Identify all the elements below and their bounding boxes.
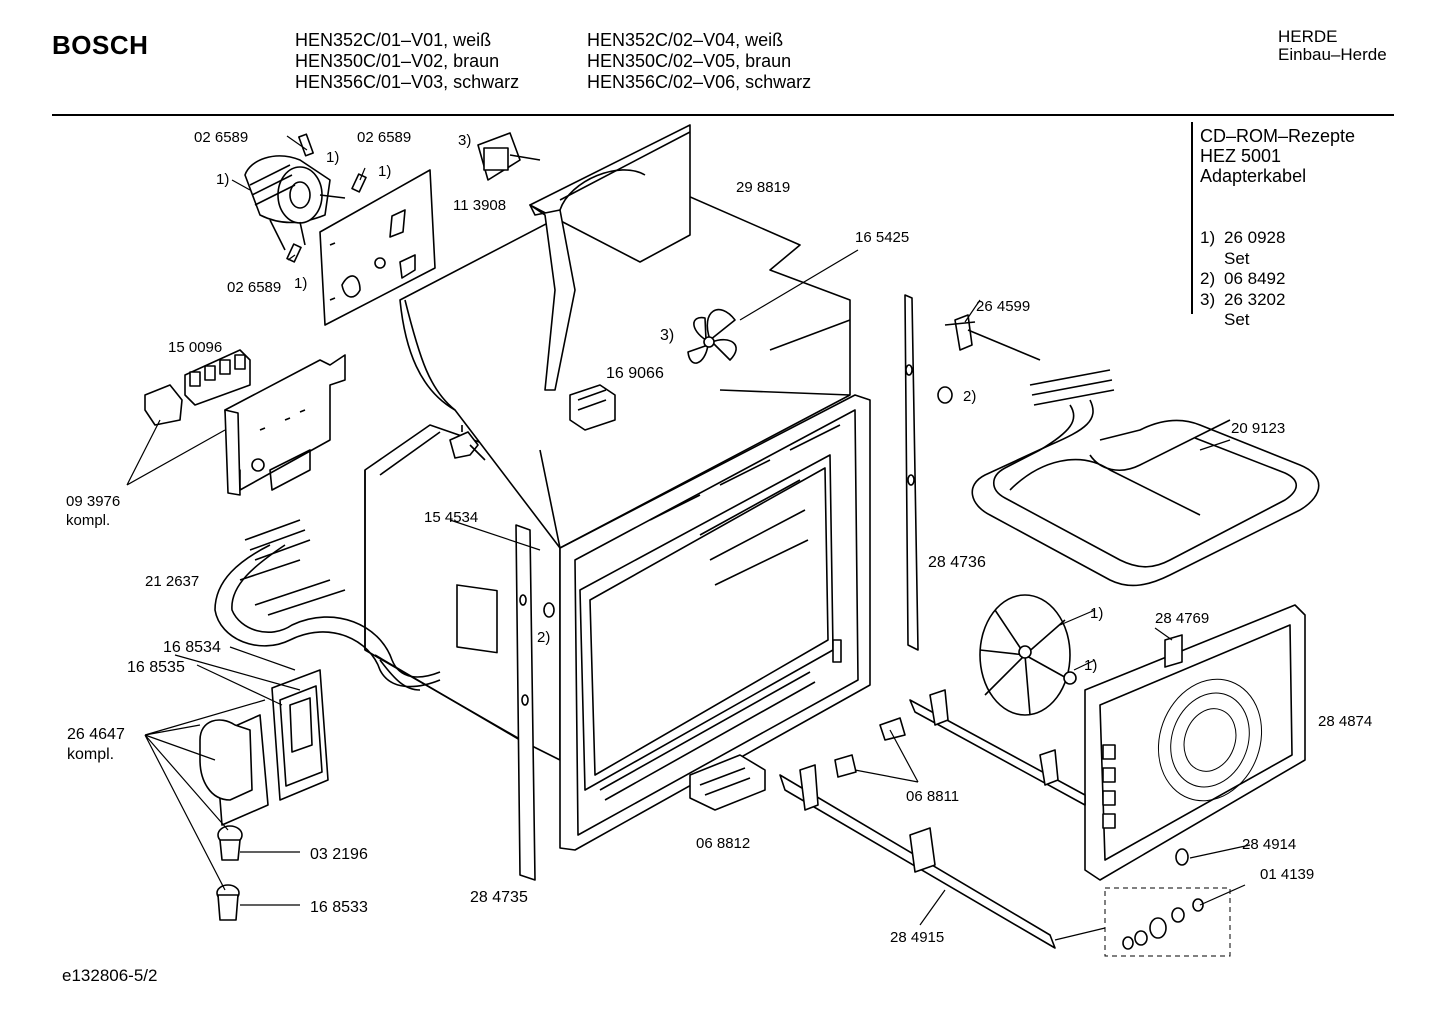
part-label: 2)	[963, 388, 976, 405]
part-label: 1)	[1090, 605, 1103, 622]
part-labels: 02 6589 1) 02 6589 1) 1) 02 6589 1) 3) 1…	[66, 129, 1372, 946]
footnote-key: 1)	[1200, 228, 1216, 247]
side-divider	[1191, 122, 1193, 314]
fan-mounting-plate	[319, 169, 436, 326]
model-line: HEN352C/01–V01, weiß	[295, 30, 492, 50]
part-label: 15 0096	[168, 339, 222, 356]
convection-fan-wheel	[687, 308, 737, 364]
transformer	[569, 384, 616, 431]
footnote-list: 1) 26 0928 Set 2) 06 8492 3) 26 3202 Set	[1200, 228, 1285, 331]
part-label: 28 4874	[1318, 713, 1372, 730]
part-label: 06 8811	[906, 788, 959, 805]
part-label: 28 4736	[928, 554, 986, 571]
part-label: 1)	[216, 171, 229, 188]
part-label: 16 5425	[855, 229, 909, 246]
motor-bracket-113908	[477, 132, 541, 181]
rear-fan-wheel	[979, 594, 1077, 716]
side-strip-left	[515, 524, 555, 881]
part-label: 20 9123	[1231, 420, 1285, 437]
screw-set	[1104, 887, 1231, 957]
part-label: 02 6589	[194, 129, 248, 146]
part-label: 1)	[378, 163, 391, 180]
footnote-value: 06 8492	[1224, 269, 1286, 288]
part-label: 01 4139	[1260, 866, 1314, 883]
brand-logo: BOSCH	[52, 30, 149, 60]
grill-heating-element	[971, 369, 1320, 587]
part-label: 3)	[458, 132, 471, 149]
accessory-item: Adapterkabel	[1200, 166, 1307, 186]
part-label: 1)	[294, 275, 307, 292]
model-line: HEN350C/01–V02, braun	[295, 51, 500, 71]
hinge-bracket	[689, 754, 766, 811]
leader-lines	[126, 135, 1251, 941]
part-label: 1)	[1084, 657, 1097, 674]
bottom-heating-element	[214, 519, 441, 688]
control-bracket	[224, 354, 346, 496]
part-label: 11 3908	[453, 197, 506, 214]
part-label: 09 3976	[66, 493, 120, 510]
part-label: 28 4769	[1155, 610, 1209, 627]
lamp-cap-small	[937, 386, 953, 404]
subcategory: Einbau–Herde	[1278, 45, 1387, 64]
part-label: 28 4914	[1242, 836, 1296, 853]
part-label: 26 4647	[67, 726, 125, 743]
category: HERDE	[1278, 27, 1338, 46]
model-line: HEN350C/02–V05, braun	[587, 51, 792, 71]
part-label: 3)	[660, 327, 674, 344]
footnote-row: 2) 06 8492	[1200, 269, 1285, 290]
part-label: 2)	[537, 629, 550, 646]
category-block: HERDE Einbau–Herde	[1278, 28, 1387, 64]
header-divider	[52, 114, 1394, 116]
terminal-block	[144, 349, 251, 426]
part-label: kompl.	[67, 746, 114, 763]
part-label: 28 4915	[890, 929, 944, 946]
model-line: HEN356C/02–V06, schwarz	[587, 72, 812, 92]
footnote-row: Set	[1200, 310, 1285, 331]
footnote-key: 3)	[1200, 289, 1216, 309]
sensor-probe	[944, 314, 1041, 361]
part-label: kompl.	[66, 512, 110, 529]
rear-fan-cover	[1084, 604, 1306, 881]
part-label: 28 4735	[470, 889, 528, 906]
part-label: 16 8534	[163, 639, 221, 656]
fan-motor	[244, 133, 367, 263]
thermostat	[449, 425, 486, 461]
part-label: 16 8533	[310, 899, 368, 916]
model-line: HEN352C/02–V04, weiß	[587, 30, 784, 50]
drawing-number: e132806-5/2	[62, 966, 158, 985]
shelf-rails	[779, 689, 1086, 949]
part-label: 15 4534	[424, 509, 478, 526]
footnote-value: Set	[1224, 310, 1250, 329]
accessory-item: CD–ROM–Rezepte	[1200, 126, 1356, 146]
side-strip-right	[904, 294, 919, 651]
part-label: 1)	[326, 149, 339, 166]
part-label: 16 8535	[127, 659, 185, 676]
part-label: 02 6589	[227, 279, 281, 296]
accessory-list: CD–ROM–Rezepte HEZ 5001 Adapterkabel	[1200, 126, 1355, 186]
model-list-1: HEN352C/01–V01, weiß HEN350C/01–V02, bra…	[295, 30, 519, 93]
part-label: 06 8812	[696, 835, 750, 852]
part-label: 26 4599	[976, 298, 1030, 315]
footnote-row: Set	[1200, 249, 1285, 270]
model-line: HEN356C/01–V03, schwarz	[295, 72, 520, 92]
oven-front-frame	[559, 394, 871, 851]
part-label: 29 8819	[736, 179, 790, 196]
part-label: 21 2637	[145, 573, 199, 590]
oven-lamp-assembly	[199, 669, 329, 921]
footnote-key: 2)	[1200, 269, 1216, 288]
footnote-value: 26 3202	[1224, 289, 1286, 309]
accessory-item: HEZ 5001	[1200, 146, 1282, 166]
footnote-value: Set	[1224, 248, 1250, 268]
part-label: 02 6589	[357, 129, 411, 146]
model-list-2: HEN352C/02–V04, weiß HEN350C/02–V05, bra…	[587, 30, 811, 93]
part-label: 16 9066	[606, 365, 664, 382]
part-label: 03 2196	[310, 846, 368, 863]
footnote-row: 3) 26 3202	[1200, 290, 1285, 311]
footnote-row: 1) 26 0928	[1200, 228, 1285, 249]
top-cover	[399, 124, 851, 549]
footnote-value: 26 0928	[1224, 228, 1286, 247]
